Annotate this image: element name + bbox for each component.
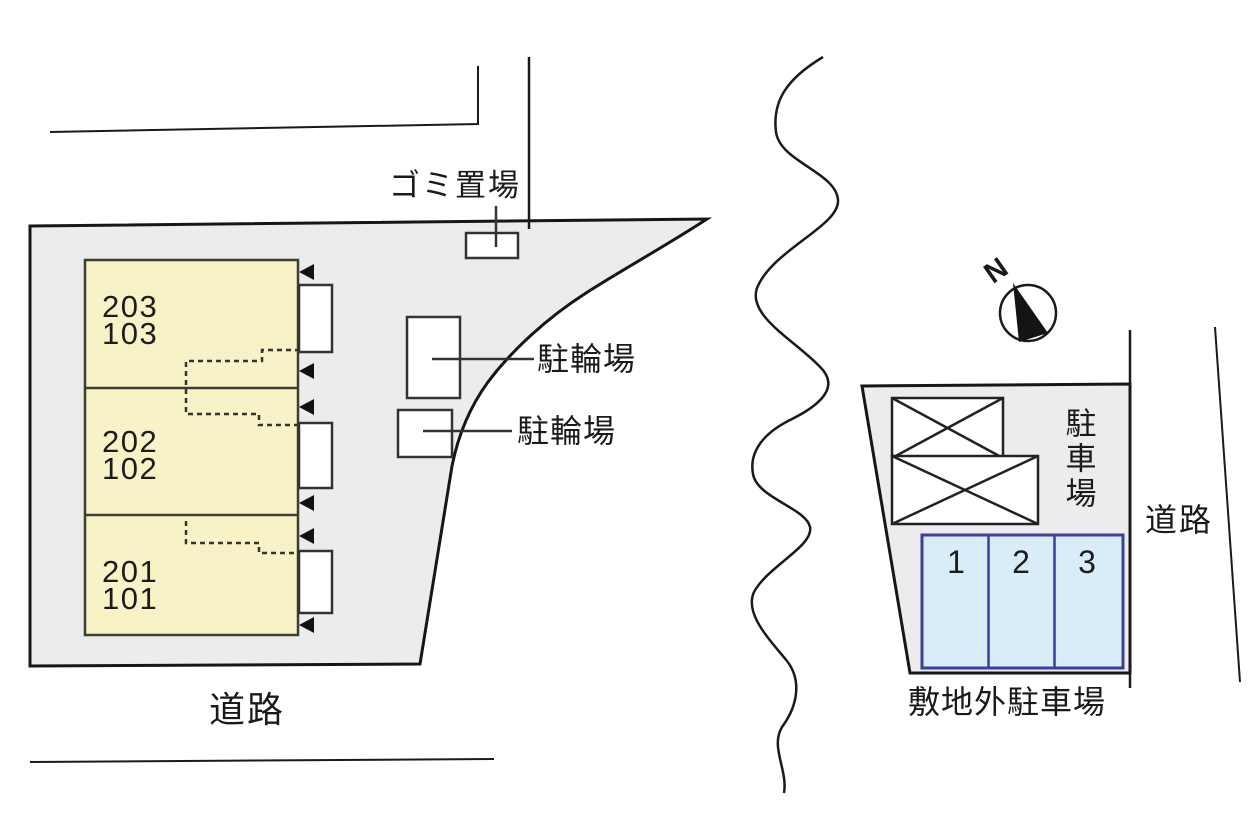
unit-lower-number: 103 — [102, 316, 159, 351]
entry-arrow-icon — [299, 617, 314, 633]
bicycle-box-2 — [396, 408, 454, 459]
entry-path-dashed — [184, 348, 300, 427]
stall-block — [920, 533, 1125, 670]
unit-lower-number: 102 — [102, 451, 159, 486]
bicycle-box-1 — [405, 315, 462, 400]
offsite-parking-label: 敷地外駐車場 — [908, 684, 1107, 720]
stall-number-3: 3 — [1078, 544, 1096, 580]
unit-label-201-101: 201 101 — [102, 554, 159, 616]
compass-needle-icon — [1013, 283, 1048, 342]
road-line-right-outer — [1214, 326, 1241, 683]
crossed-parking-rect-2 — [890, 454, 1040, 526]
garbage-box — [464, 231, 520, 260]
parking-area-label: 駐車場 — [1060, 407, 1096, 512]
road-line-top-left — [49, 66, 479, 133]
unit-label-202-102: 202 102 — [102, 424, 159, 486]
unit-label-203-103: 203 103 — [102, 289, 159, 351]
bicycle-parking-label-2: 駐輪場 — [517, 413, 617, 449]
entry-path-dashed — [184, 521, 300, 555]
break-wavy-line — [750, 55, 840, 794]
stall-number-1: 1 — [947, 544, 965, 580]
bicycle-parking-label-1: 駐輪場 — [537, 341, 637, 377]
building-outline — [83, 258, 300, 637]
entry-arrow-icon — [299, 495, 314, 511]
unit-lower-number: 101 — [102, 581, 159, 616]
balcony-rect — [297, 283, 334, 354]
entry-arrow-icon — [299, 363, 314, 379]
balcony-rect — [297, 549, 334, 615]
entry-arrow-icon — [299, 528, 314, 544]
road-label-bottom: 道路 — [209, 689, 286, 730]
stall-number-2: 2 — [1012, 544, 1030, 580]
balcony-rect — [297, 421, 334, 490]
crossed-parking-rect-1 — [890, 396, 1005, 460]
road-label-right: 道路 — [1145, 502, 1214, 538]
road-line-bottom — [29, 758, 495, 763]
entry-arrow-icon — [299, 264, 314, 280]
garbage-area-label: ゴミ置場 — [389, 168, 521, 203]
unit-upper-number: 202 — [102, 424, 159, 459]
entry-arrow-icon — [299, 399, 314, 415]
unit-upper-number: 203 — [102, 289, 159, 324]
unit-upper-number: 201 — [102, 554, 159, 589]
